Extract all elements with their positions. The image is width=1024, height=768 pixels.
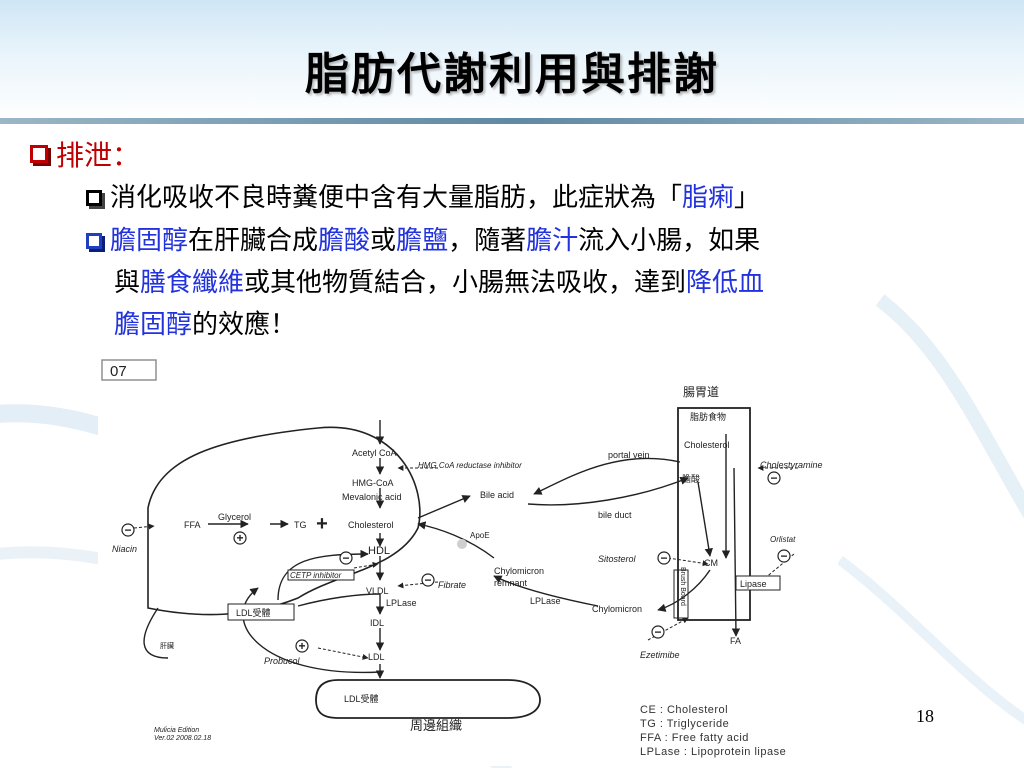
intestine-title: 腸胃道 — [683, 385, 719, 399]
peripheral-tissue-label: 周邊組織 — [410, 718, 462, 733]
bullet-square-icon — [86, 190, 102, 206]
niacin-label: Niacin — [112, 544, 137, 554]
item1-text: 消化吸收不良時糞便中含有大量脂肪，此症狀為「脂痢」 — [110, 183, 761, 213]
sitosterol-label: Sitosterol — [598, 554, 637, 564]
header-rule — [0, 118, 1024, 124]
cholestyramine-label: Cholestyramine — [760, 460, 823, 470]
legend-tg: TG : Triglyceride — [640, 718, 730, 730]
ezetimibe-minus-sign: − — [654, 625, 661, 639]
cetp-inhibitor-label: CETP inhibitor — [290, 571, 342, 580]
mevalonic-acid-label: Mevalonic acid — [342, 492, 402, 502]
chylomicron-label: Chylomicron — [592, 604, 642, 614]
bile-duct-label: bile duct — [598, 510, 632, 520]
liver-label: 肝臟 — [160, 641, 174, 650]
niacin-minus-sign: − — [124, 523, 131, 537]
bullet-list: 排泄： 消化吸收不良時糞便中含有大量脂肪，此症狀為「脂痢」 膽固醇在肝臟合成膽酸… — [30, 132, 990, 346]
fibrate-minus-sign: − — [424, 573, 431, 587]
glycerol-plus-sign: + — [236, 531, 243, 545]
glycerol-label: Glycerol — [218, 512, 251, 522]
ldl-receptor-label: LDL受體 — [236, 607, 271, 618]
slide-title: 脂肪代謝利用與排謝 — [305, 49, 719, 100]
apoe-label: ApoE — [470, 531, 490, 540]
ffa-label: FFA — [184, 520, 201, 530]
figure-id: 07 — [110, 363, 127, 380]
fibrate-label: Fibrate — [438, 580, 466, 590]
bullet-square-icon — [86, 233, 102, 249]
edition-line-1: Mulicia Edition — [154, 727, 199, 734]
bullet-heading: 排泄： — [30, 132, 990, 176]
hmg-inhibitor-label: HMG CoA reductase inhibitor — [418, 461, 522, 470]
chylomicron-remnant-label-1: Chylomicron — [494, 566, 544, 576]
ldl-receptor-2-label: LDL受體 — [344, 693, 379, 704]
lplase-2-label: LPLase — [530, 596, 561, 606]
cm-label: CM — [704, 558, 718, 568]
sub-bullet-2: 膽固醇在肝臟合成膽酸或膽鹽，隨著膽汁流入小腸，如果 與膳食纖維或其他物質結合，小… — [86, 220, 990, 346]
lplase-1-label: LPLase — [386, 598, 417, 608]
item2-line3: 膽固醇的效應！ — [114, 310, 297, 340]
hdl-label: HDL — [368, 545, 390, 557]
lipid-metabolism-diagram: − + − − − − − − + + 07 腸胃道 脂肪食物 Choleste… — [98, 358, 838, 766]
item2-line2: 與膳食纖維或其他物質結合，小腸無法吸收，達到降低血 — [114, 268, 765, 298]
idl-label: IDL — [370, 618, 384, 628]
tg-label: TG — [294, 520, 307, 530]
fa-label: FA — [730, 636, 741, 646]
ezetimibe-label: Ezetimibe — [640, 650, 680, 660]
heading-text: 排泄： — [56, 139, 141, 172]
legend-ce: CE : Cholesterol — [640, 704, 729, 716]
abbreviation-legend: CE : Cholesterol TG : Triglyceride FFA :… — [640, 703, 786, 759]
sub-bullet-1: 消化吸收不良時糞便中含有大量脂肪，此症狀為「脂痢」 — [86, 176, 990, 220]
probucol-plus-sign: + — [298, 639, 305, 653]
portal-vein-label: portal vein — [608, 450, 650, 460]
hmg-coa-label: HMG-CoA — [352, 478, 394, 488]
ldl-label: LDL — [368, 652, 385, 662]
liver-cholesterol-label: Cholesterol — [348, 520, 394, 530]
chylomicron-remnant-label-2: remnant — [494, 578, 528, 588]
probucol-label: Probucol — [264, 656, 301, 666]
page-number: 18 — [916, 706, 934, 726]
bile-salt-label: 膽酸 — [682, 473, 700, 484]
orlistat-label: Orlistat — [770, 535, 796, 544]
brush-board-label: Brush Board — [679, 567, 686, 606]
vldl-label: VLDL — [366, 586, 389, 596]
legend-lplase: LPLase : Lipoprotein lipase — [640, 746, 787, 758]
cetp-minus-sign: − — [342, 551, 349, 565]
fat-food-label: 脂肪食物 — [690, 411, 726, 422]
bullet-square-icon — [30, 145, 48, 163]
header-band — [0, 0, 1024, 120]
edition-line-2: Ver.02 2008.02.18 — [154, 735, 211, 742]
cholestyramine-minus-sign: − — [770, 471, 777, 485]
legend-ffa: FFA : Free fatty acid — [640, 732, 749, 744]
bile-acid-label: Bile acid — [480, 490, 514, 500]
item2-line1: 膽固醇在肝臟合成膽酸或膽鹽，隨著膽汁流入小腸，如果 — [110, 226, 761, 256]
acetyl-coa-label: Acetyl CoA — [352, 448, 397, 458]
intestine-cholesterol-label: Cholesterol — [684, 440, 730, 450]
orlistat-minus-sign: − — [780, 549, 787, 563]
tg-plus-sign: + — [316, 513, 328, 535]
sitosterol-minus-sign: − — [660, 551, 667, 565]
lipase-label: Lipase — [740, 579, 767, 589]
